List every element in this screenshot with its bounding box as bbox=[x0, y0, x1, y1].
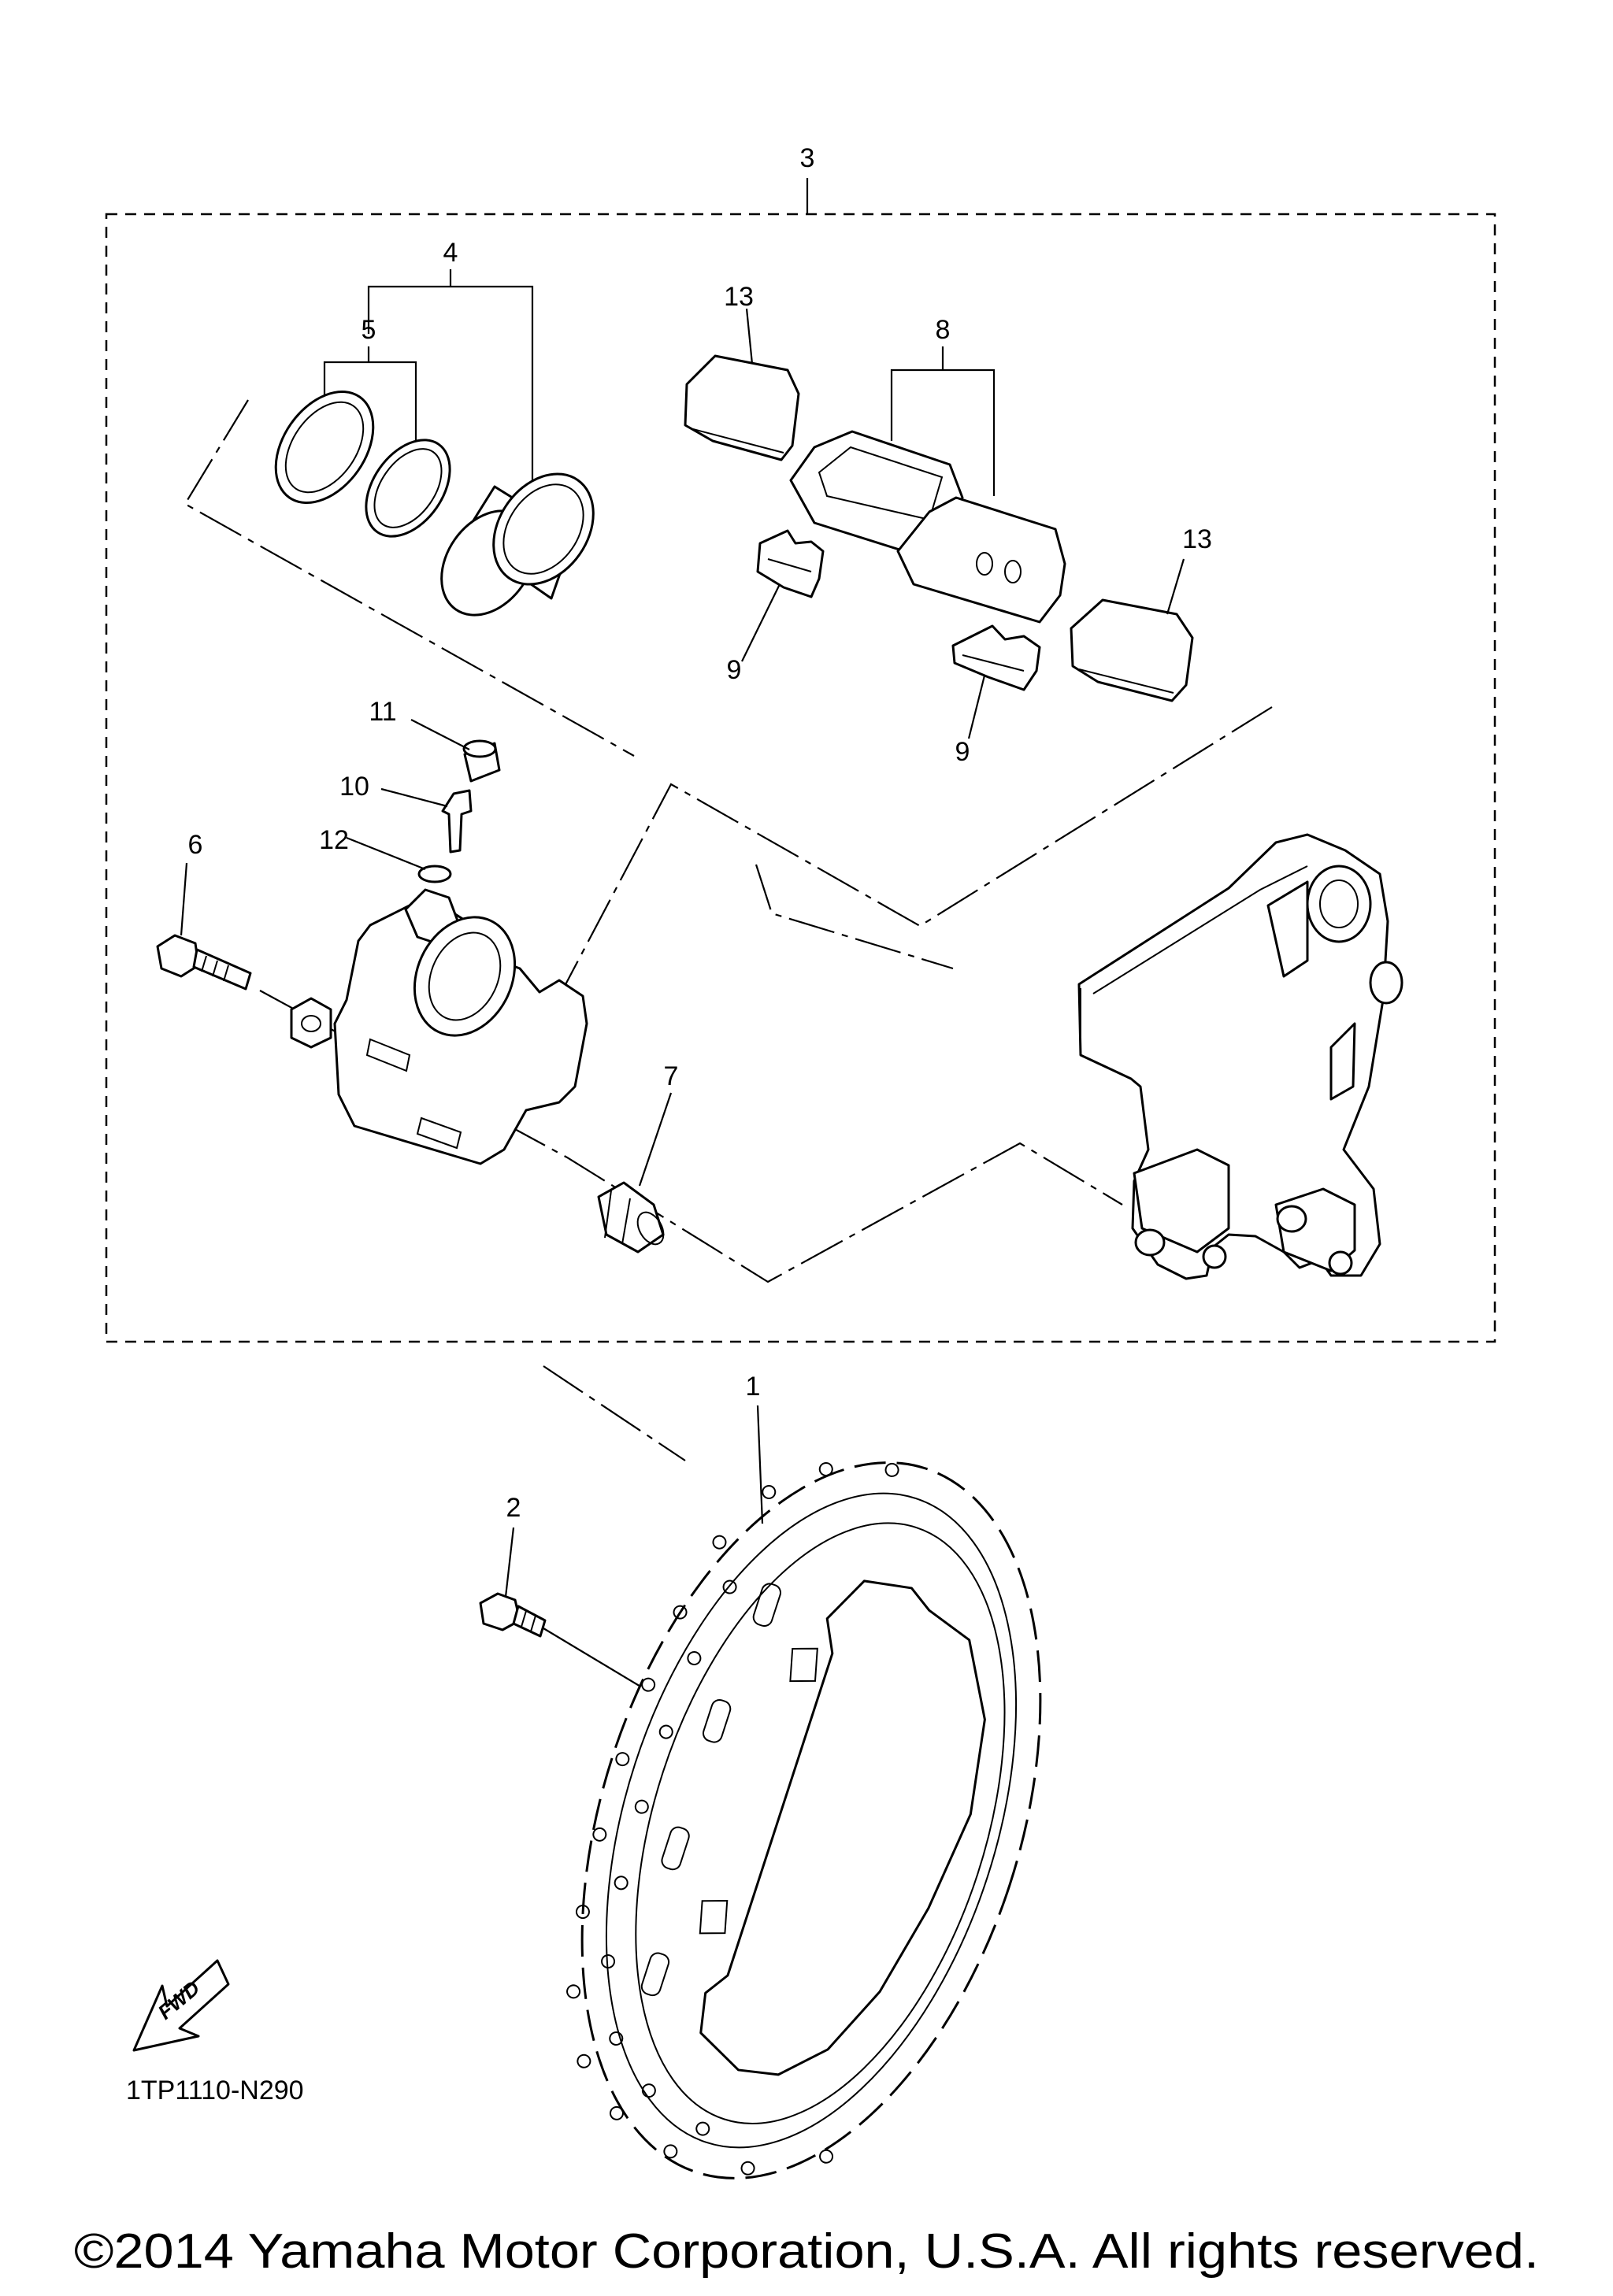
piston-seal-outer bbox=[274, 390, 375, 505]
callout-3: 3 bbox=[800, 143, 815, 173]
callout-7: 7 bbox=[664, 1061, 679, 1091]
callout-4: 4 bbox=[443, 238, 458, 268]
piston-seal-inner bbox=[365, 439, 451, 538]
callout-8: 8 bbox=[936, 315, 951, 345]
pad-spring-right bbox=[951, 624, 1041, 691]
callout-13-lower: 13 bbox=[1182, 524, 1212, 554]
callout-12: 12 bbox=[319, 825, 349, 855]
caliper-piston bbox=[440, 472, 595, 617]
callout-9-right: 9 bbox=[955, 737, 970, 767]
forward-direction-arrow: FWD bbox=[132, 1959, 230, 2052]
brake-disc bbox=[566, 1461, 1042, 2179]
assembly-axis-line bbox=[543, 1365, 686, 1461]
caliper-bolt bbox=[156, 934, 252, 991]
bracket-5 bbox=[323, 361, 417, 449]
callout-6: 6 bbox=[188, 830, 203, 860]
callout-2: 2 bbox=[506, 1493, 521, 1523]
diagram-code: 1TP1110-N290 bbox=[126, 2076, 304, 2105]
callout-13-upper: 13 bbox=[724, 282, 754, 312]
brake-pad-lower bbox=[896, 496, 1066, 624]
callout-1: 1 bbox=[746, 1372, 761, 1402]
copyright-notice: ©2014 Yamaha Motor Corporation, U.S.A. A… bbox=[74, 2224, 1539, 2279]
pad-shim-lower bbox=[1070, 598, 1194, 702]
bleed-screw-washer bbox=[417, 865, 452, 883]
brake-caliper-body bbox=[290, 888, 588, 1165]
callout-10: 10 bbox=[339, 772, 369, 802]
slide-pin-boot bbox=[597, 1181, 665, 1254]
callout-leaders bbox=[180, 308, 1185, 1598]
caliper-bracket bbox=[1077, 833, 1403, 1280]
disc-bolt bbox=[479, 1592, 547, 1638]
caliper-assembly-boundary bbox=[105, 213, 1496, 1343]
bleed-screw bbox=[441, 789, 473, 854]
bleed-screw-cap bbox=[462, 739, 501, 783]
callout-11: 11 bbox=[369, 697, 396, 727]
assembly-axis-line bbox=[184, 399, 635, 757]
pad-spring-left bbox=[756, 529, 825, 598]
assembly-axis-line bbox=[515, 706, 1273, 1079]
pad-shim-upper bbox=[684, 354, 800, 461]
callout-9-left: 9 bbox=[727, 655, 742, 685]
callout-5: 5 bbox=[362, 315, 376, 345]
assembly-axis-line bbox=[755, 864, 954, 970]
